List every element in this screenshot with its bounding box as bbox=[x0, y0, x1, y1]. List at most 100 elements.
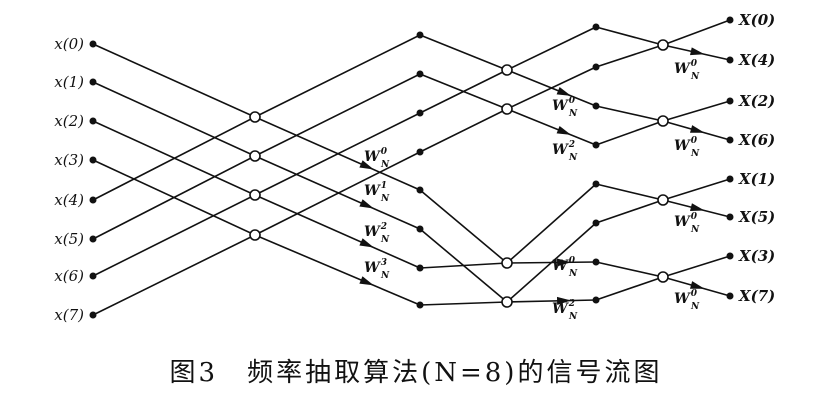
flow-edge bbox=[254, 151, 421, 236]
flow-labels: x(0)x(1)x(2)x(3)x(4)x(5)x(6)x(7)X(0)X(4)… bbox=[54, 11, 775, 324]
flow-edge bbox=[254, 155, 421, 230]
flow-edges bbox=[92, 19, 731, 316]
output-label: X(4) bbox=[738, 51, 775, 69]
butterfly-node bbox=[501, 296, 513, 308]
flow-edge bbox=[595, 120, 664, 146]
flow-edge bbox=[254, 112, 421, 196]
butterfly-node bbox=[657, 115, 669, 127]
twiddle-exponent: 0 bbox=[569, 96, 576, 106]
output-label: X(5) bbox=[738, 208, 775, 226]
output-node bbox=[726, 292, 734, 300]
twiddle-exponent: 0 bbox=[569, 256, 576, 266]
output-label: X(3) bbox=[738, 247, 775, 265]
flow-node bbox=[416, 186, 424, 194]
input-label: x(7) bbox=[54, 306, 84, 324]
butterfly-node bbox=[249, 150, 261, 162]
input-label: x(2) bbox=[54, 112, 84, 130]
flow-edge bbox=[419, 34, 508, 71]
flow-node bbox=[416, 148, 424, 156]
arrow-head bbox=[359, 276, 374, 286]
flow-edge bbox=[662, 100, 731, 122]
twiddle-exponent: 2 bbox=[380, 222, 387, 232]
output-label: X(0) bbox=[738, 11, 775, 29]
twiddle-exponent: 2 bbox=[568, 140, 575, 150]
flow-node bbox=[416, 264, 424, 272]
flow-edge bbox=[92, 159, 256, 236]
arrow-head bbox=[359, 199, 374, 209]
input-node bbox=[89, 78, 97, 86]
butterfly-node bbox=[657, 271, 669, 283]
arrow-head bbox=[359, 160, 374, 170]
flow-edge bbox=[254, 34, 421, 118]
flow-edge bbox=[419, 189, 508, 264]
twiddle-exponent: 0 bbox=[691, 59, 698, 69]
flow-arrows bbox=[359, 47, 705, 305]
input-label: x(1) bbox=[54, 73, 84, 91]
input-node bbox=[89, 117, 97, 125]
flow-node bbox=[416, 225, 424, 233]
twiddle-exponent: 2 bbox=[568, 299, 575, 309]
input-label: x(3) bbox=[54, 151, 84, 169]
butterfly-node bbox=[657, 194, 669, 206]
butterfly-node bbox=[249, 111, 261, 123]
flow-edge bbox=[595, 276, 664, 301]
twiddle-subscript: N bbox=[568, 109, 578, 119]
flow-node bbox=[416, 31, 424, 39]
flow-edge bbox=[419, 301, 508, 306]
butterfly-node bbox=[657, 39, 669, 51]
flow-edge bbox=[662, 255, 731, 278]
flow-edge bbox=[254, 194, 421, 269]
twiddle-subscript: N bbox=[568, 269, 578, 279]
flow-node bbox=[592, 63, 600, 71]
flow-node bbox=[592, 102, 600, 110]
output-label: X(1) bbox=[738, 170, 775, 188]
arrow-head bbox=[556, 296, 572, 305]
butterfly-node bbox=[249, 229, 261, 241]
flow-edge bbox=[506, 299, 597, 303]
flow-node bbox=[592, 180, 600, 188]
flow-edge bbox=[595, 183, 664, 201]
flow-edge bbox=[595, 26, 664, 46]
flow-node bbox=[416, 301, 424, 309]
butterfly-node bbox=[501, 103, 513, 115]
output-node bbox=[726, 175, 734, 183]
input-node bbox=[89, 311, 97, 319]
twiddle-exponent: 0 bbox=[691, 212, 698, 222]
flow-edge bbox=[419, 73, 508, 110]
flow-node bbox=[592, 219, 600, 227]
input-node bbox=[89, 272, 97, 280]
twiddle-subscript: N bbox=[690, 149, 700, 159]
butterfly-node bbox=[249, 189, 261, 201]
flow-edge bbox=[92, 81, 256, 157]
twiddle-exponent: 3 bbox=[381, 258, 387, 268]
flow-edge bbox=[92, 43, 256, 118]
flow-edge bbox=[506, 26, 597, 71]
arrow-head bbox=[557, 258, 572, 267]
flow-edge bbox=[506, 222, 597, 303]
flow-nodes bbox=[89, 16, 734, 319]
arrow-head bbox=[689, 203, 705, 211]
output-label: X(6) bbox=[738, 131, 775, 149]
flow-edge bbox=[254, 73, 421, 157]
flow-node bbox=[592, 296, 600, 304]
flow-edge bbox=[506, 108, 597, 146]
twiddle-exponent: 0 bbox=[691, 136, 698, 146]
input-node bbox=[89, 235, 97, 243]
flow-edge bbox=[506, 183, 597, 264]
input-label: x(5) bbox=[54, 230, 84, 248]
output-node bbox=[726, 56, 734, 64]
flow-edge bbox=[595, 44, 664, 68]
flow-edge bbox=[254, 234, 421, 306]
twiddle-exponent: 1 bbox=[381, 181, 387, 191]
